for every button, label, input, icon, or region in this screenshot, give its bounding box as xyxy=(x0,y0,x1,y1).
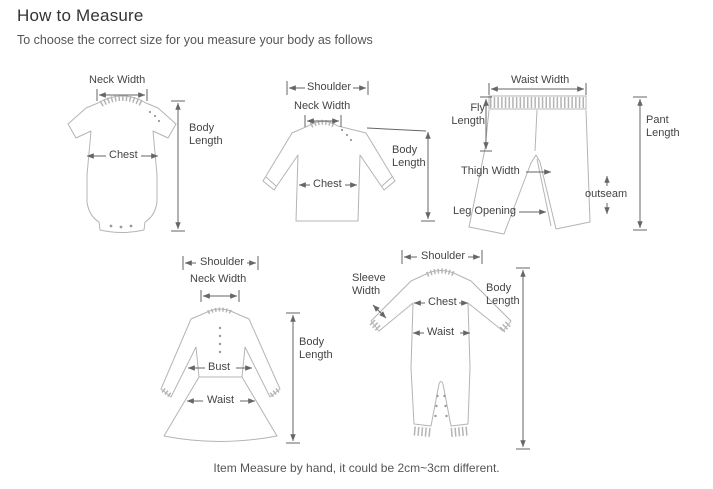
romper-measure-lines xyxy=(372,250,530,450)
dress-buttons xyxy=(218,326,222,354)
pants-outseam-label: outseam xyxy=(585,188,628,200)
dress-shoulder-label: Shoulder xyxy=(200,256,245,268)
dress-cuff-left xyxy=(161,388,173,398)
footer-note: Item Measure by hand, it could be 2cm~3c… xyxy=(213,461,500,475)
romper-snap-dots xyxy=(434,394,448,418)
dress-waist-label: Waist xyxy=(207,394,235,406)
romper-shoulder-label: Shoulder xyxy=(421,250,466,262)
dress-neck-width-label: Neck Width xyxy=(190,273,247,285)
bodysuit-outline xyxy=(67,102,177,233)
dress-cuff-right xyxy=(268,388,280,398)
bodysuit-chest-label: Chest xyxy=(109,149,138,161)
romper-ankle-rib-right xyxy=(450,426,469,437)
bodysuit-drawing xyxy=(67,95,177,233)
romper-chest-label: Chest xyxy=(428,296,457,308)
dress-body-length-label: Body Length xyxy=(299,336,333,361)
pants-outline xyxy=(468,109,591,235)
pants-waist-width-label: Waist Width xyxy=(511,74,570,86)
dress-drawing xyxy=(160,307,281,442)
pants-fly-seam xyxy=(534,109,538,152)
bodysuit-collar-rib xyxy=(99,95,145,107)
sweater-drawing xyxy=(262,119,396,222)
sweater-dots xyxy=(340,128,353,142)
sweater-neck-width-label: Neck Width xyxy=(294,100,351,112)
romper-sleeve-width-label: Sleeve Width xyxy=(352,272,386,297)
pants-thigh-width-label: Thigh Width xyxy=(461,165,520,177)
sweater-outline xyxy=(262,125,396,222)
romper-ankle-rib-left xyxy=(413,426,432,437)
bodysuit-snap-dots xyxy=(109,110,161,229)
dress-bust-label: Bust xyxy=(208,361,231,373)
bodysuit-body-length-label: Body Length xyxy=(189,122,223,147)
dress-outline xyxy=(160,312,281,442)
pants-drawing xyxy=(468,95,591,235)
sweater-body-length-label: Body Length xyxy=(392,144,426,169)
romper-drawing xyxy=(369,268,513,437)
pants-waistband xyxy=(488,95,587,110)
romper-outline xyxy=(370,274,512,427)
sweater-cuff-left xyxy=(265,176,277,187)
romper-waist-label: Waist xyxy=(427,326,455,338)
romper-collar-rib xyxy=(425,268,457,277)
pants-inner-seam xyxy=(536,158,552,227)
sweater-measure-lines xyxy=(286,81,435,222)
dress-measure-lines xyxy=(182,256,300,444)
pants-measure-lines xyxy=(480,83,647,231)
bodysuit-measure-lines xyxy=(86,89,185,232)
bodysuit-neck-width-label: Neck Width xyxy=(89,74,146,86)
pants-fly-length-label: Fly Length xyxy=(451,102,485,127)
page-title: How to Measure xyxy=(17,6,144,25)
pants-pant-length-label: Pant Length xyxy=(646,114,680,139)
romper-body-length-label: Body Length xyxy=(486,282,520,307)
body-length-connector xyxy=(366,127,427,132)
sweater-shoulder-label: Shoulder xyxy=(307,81,352,93)
pants-leg-opening-label: Leg Opening xyxy=(453,205,516,217)
sweater-cuff-right xyxy=(381,176,393,187)
sweater-chest-label: Chest xyxy=(313,178,342,190)
dress-collar-rib xyxy=(207,307,233,315)
page-subtitle: To choose the correct size for you measu… xyxy=(17,33,373,47)
sleeve-width-arrow xyxy=(372,304,387,319)
